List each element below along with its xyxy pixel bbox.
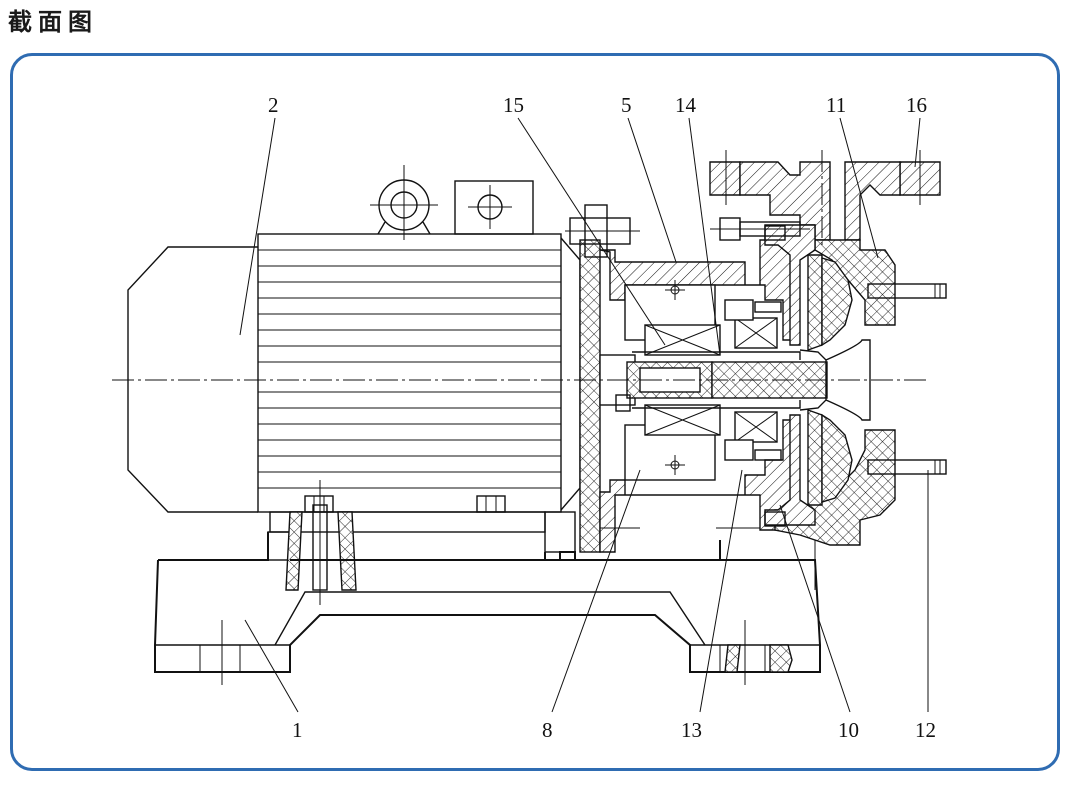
shaft-bearings (724, 299, 778, 461)
foot-bolt-nut (304, 495, 506, 513)
pump-casing (709, 150, 947, 590)
lifting-eye (370, 165, 438, 240)
bearing-bracket (565, 204, 828, 553)
part-label-12: 12 (915, 718, 936, 742)
inlet-studs (867, 283, 947, 475)
base-frame (154, 532, 821, 685)
cover-bolt (710, 217, 810, 241)
leader-lines (239, 117, 929, 713)
motor (127, 165, 581, 605)
terminal-box (454, 180, 534, 235)
motor-body (257, 233, 562, 513)
part-label-5: 5 (621, 93, 632, 117)
part-labels: 2 15 5 14 11 16 1 8 13 10 12 (268, 93, 936, 742)
anchor-bolt (285, 480, 357, 605)
impeller (799, 254, 871, 506)
diagram-frame (10, 53, 1060, 771)
part-label-13: 13 (681, 718, 702, 742)
page-title: 截面图 (8, 8, 98, 36)
part-label-16: 16 (906, 93, 927, 117)
part-label-2: 2 (268, 93, 279, 117)
part-label-11: 11 (826, 93, 846, 117)
motor-cooling-fins (258, 249, 561, 489)
part-label-10: 10 (838, 718, 859, 742)
part-label-1: 1 (292, 718, 303, 742)
part-label-8: 8 (542, 718, 553, 742)
motor-end-shield (560, 237, 581, 511)
part-label-15: 15 (503, 93, 524, 117)
part-label-14: 14 (675, 93, 697, 117)
